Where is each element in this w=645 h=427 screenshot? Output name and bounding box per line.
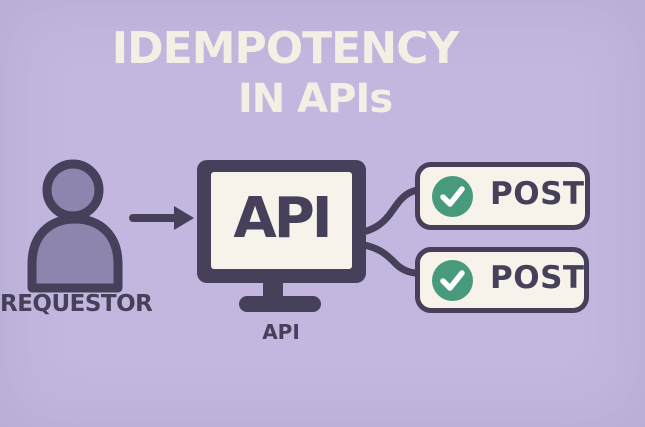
post-label: POST <box>490 176 585 212</box>
post-button-1: POST <box>415 162 590 230</box>
check-circle-icon <box>432 175 473 217</box>
monitor-stand-neck <box>263 283 283 299</box>
title-line-1: IDEMPOTENCY <box>111 23 459 74</box>
monitor-screen: API <box>211 172 352 269</box>
person-icon <box>27 159 123 293</box>
arrow-right-icon <box>129 206 194 230</box>
monitor-screen-text: API <box>233 185 332 251</box>
requestor-label: REQUESTOR <box>0 291 153 317</box>
api-caption: API <box>262 320 300 344</box>
check-circle-icon <box>432 259 473 301</box>
monitor-stand-base <box>239 296 321 312</box>
post-label: POST <box>490 260 585 296</box>
post-button-2: POST <box>415 247 589 313</box>
title-line-2: IN APIs <box>237 76 393 122</box>
